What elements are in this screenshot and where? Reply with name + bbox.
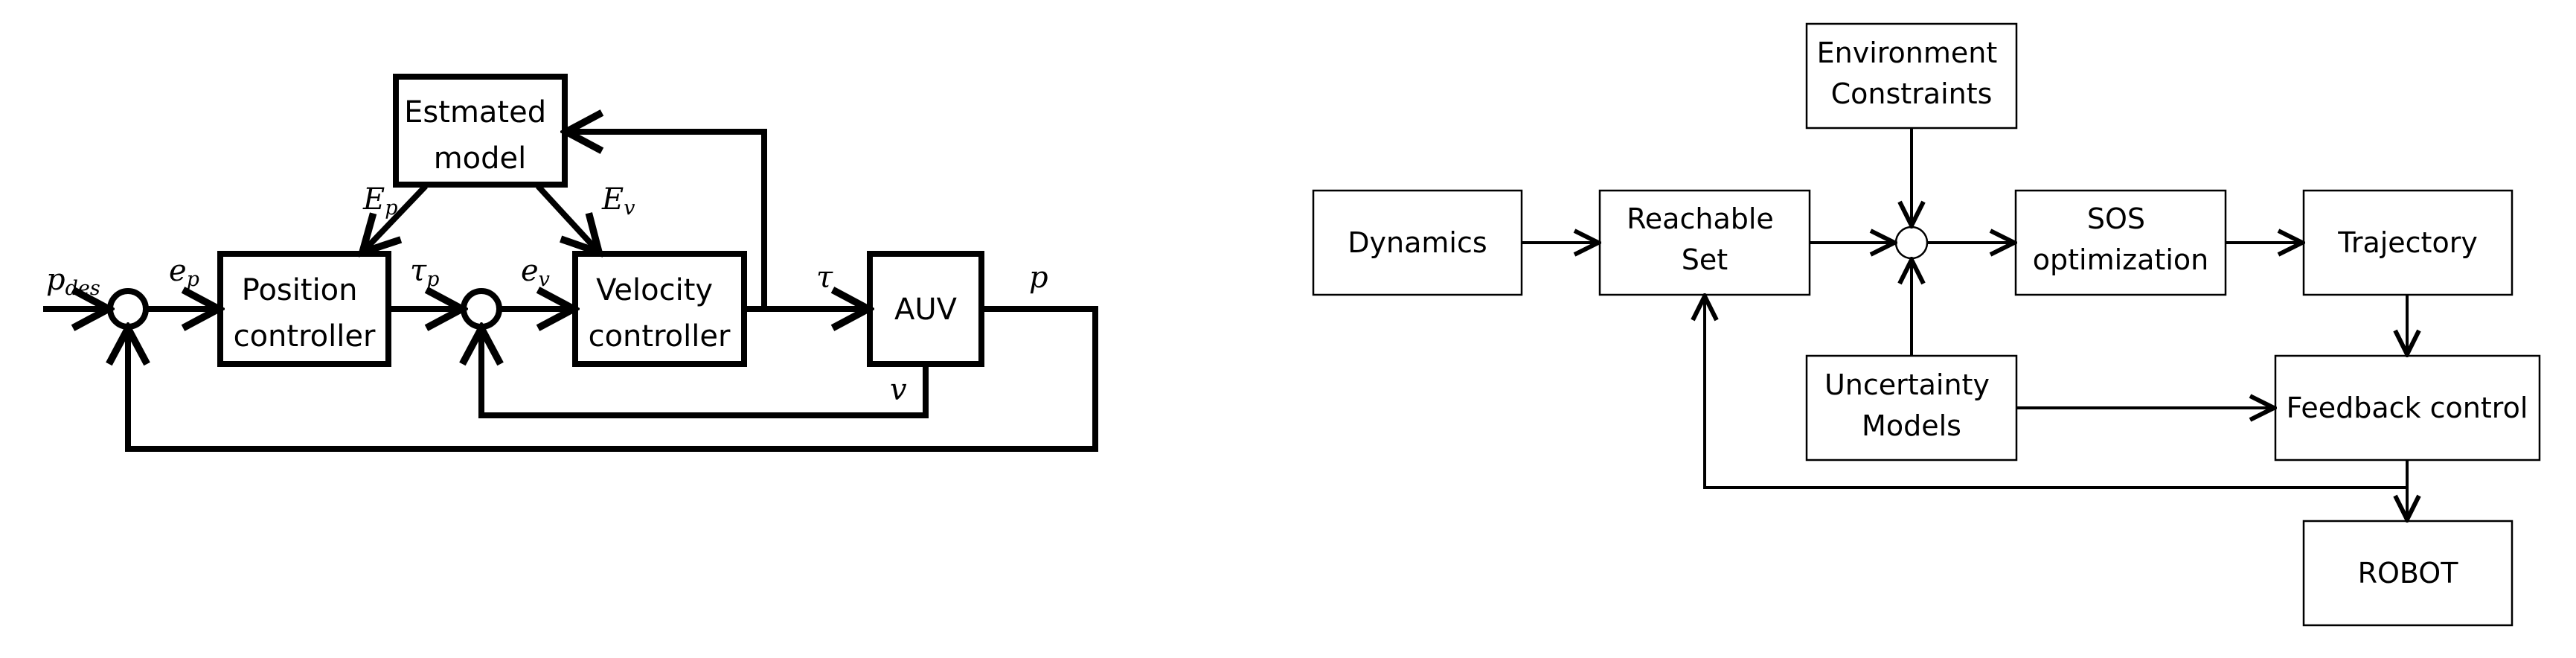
signal-Ep: Ep [362, 182, 398, 220]
auv-control-loop-diagram: Estmated model Position controller Veloc… [43, 74, 1098, 452]
svg-text:SOS optimization: SOS optimization [2033, 202, 2208, 276]
signal-tau: τ [816, 261, 833, 295]
estimated-model-label-line2: model [434, 141, 527, 176]
uncertainty-models-label-line1: Uncertainty [1824, 368, 1990, 401]
sos-optimization-label-line1: SOS [2087, 202, 2145, 235]
arrow-Ep [362, 184, 428, 252]
svg-text:Uncertainty Models: Uncertainty Models [1824, 368, 1999, 442]
arrow-feedback-to-reachable [1705, 296, 2407, 489]
feedback-control-label: Feedback control [2287, 392, 2528, 424]
sum-junction-velocity [461, 288, 502, 330]
uncertainty-models-label-line2: Models [1862, 409, 1961, 442]
auv-label: AUV [894, 293, 958, 327]
reachability-planning-diagram: Dynamics Reachable Set Environment Const… [1312, 22, 2541, 627]
svg-text:Velocity controller: Velocity controller [589, 273, 731, 354]
trajectory-label: Trajectory [2337, 226, 2478, 259]
reachable-set-label-line1: Reachable [1627, 202, 1774, 235]
signal-v: v [890, 373, 907, 407]
velocity-controller-label-line2: controller [589, 319, 731, 354]
reachable-set-label-line2: Set [1682, 243, 1728, 276]
merge-junction [1894, 226, 1929, 260]
velocity-controller-label-line1: Velocity [596, 273, 713, 307]
position-controller-label-line1: Position [242, 273, 358, 307]
signal-ev: ev [521, 254, 550, 291]
velocity-feedback-line [481, 328, 929, 418]
sos-optimization-label-line2: optimization [2033, 243, 2208, 276]
signal-Ev: Ev [601, 182, 635, 220]
svg-text:Estmated model: Estmated model [404, 95, 556, 176]
signal-pdes: pdes [46, 263, 100, 300]
dynamics-label: Dynamics [1348, 226, 1487, 259]
svg-text:Reachable Set: Reachable Set [1627, 202, 1783, 276]
svg-text:Position controller: Position controller [234, 273, 376, 354]
sum-junction-position [107, 288, 149, 330]
signal-p: p [1029, 261, 1048, 295]
arrow-Ev [536, 184, 599, 252]
robot-label: ROBOT [2358, 557, 2459, 590]
signal-taup: τp [410, 254, 439, 291]
environment-constraints-label-line1: Environment [1817, 36, 1998, 69]
arrow-tau-to-model [566, 132, 767, 309]
estimated-model-label-line1: Estmated [404, 95, 546, 130]
signal-ep: ep [169, 254, 199, 291]
environment-constraints-label-line2: Constraints [1831, 77, 1993, 110]
svg-text:Environment Constraints: Environment Constraints [1817, 36, 2007, 110]
position-controller-label-line2: controller [234, 319, 376, 354]
output-p-line [128, 306, 1098, 452]
